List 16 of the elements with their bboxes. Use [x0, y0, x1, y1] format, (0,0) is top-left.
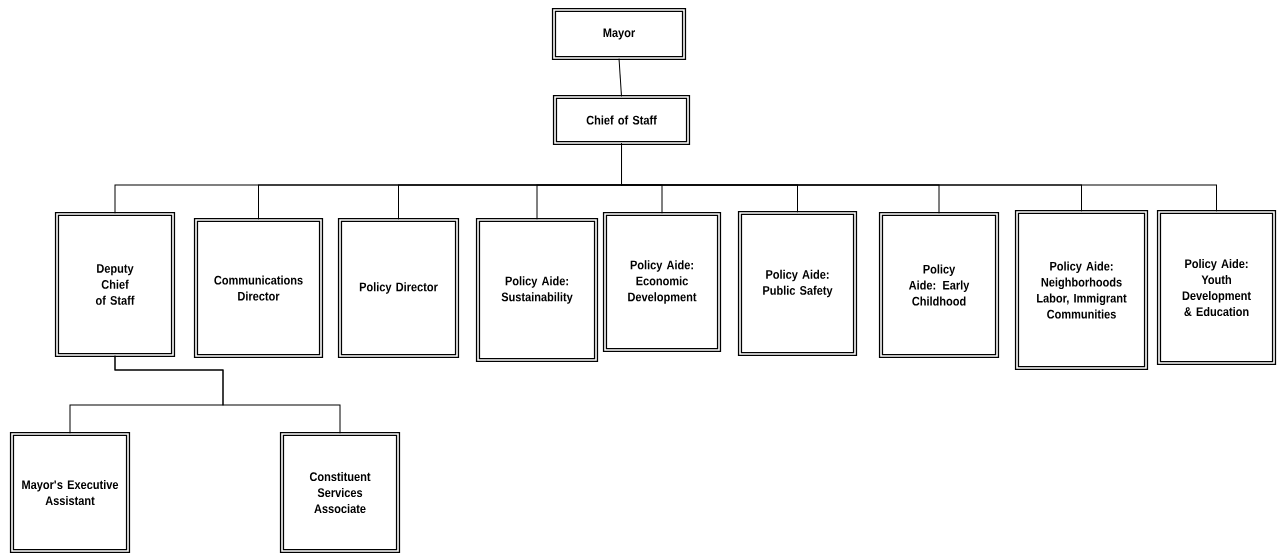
position-box: Policy Aide: Economic Development — [602, 211, 722, 353]
position-box: Mayor's Executive Assistant — [9, 431, 131, 554]
connector — [618, 58, 622, 97]
position-box: Policy Aide: Youth Development & Education — [1156, 209, 1277, 366]
connector — [114, 355, 341, 434]
position-box: Policy Director — [337, 217, 460, 359]
position-box: Constituent Services Associate — [279, 431, 401, 554]
position-box: Chief of Staff — [552, 94, 691, 146]
position-box: Policy Aide: Early Childhood — [878, 211, 1000, 359]
position-box: Communications Director — [193, 217, 324, 359]
position-box: Policy Aide: Sustainability — [475, 217, 599, 363]
position-box: Deputy Chief of Staff — [54, 211, 176, 358]
position-box: Mayor — [551, 7, 687, 61]
position-box: Policy Aide: Public Safety — [737, 210, 858, 357]
connector — [621, 143, 1217, 212]
position-box: Policy Aide: Neighborhoods Labor, Immigrant Communities — [1014, 209, 1149, 371]
